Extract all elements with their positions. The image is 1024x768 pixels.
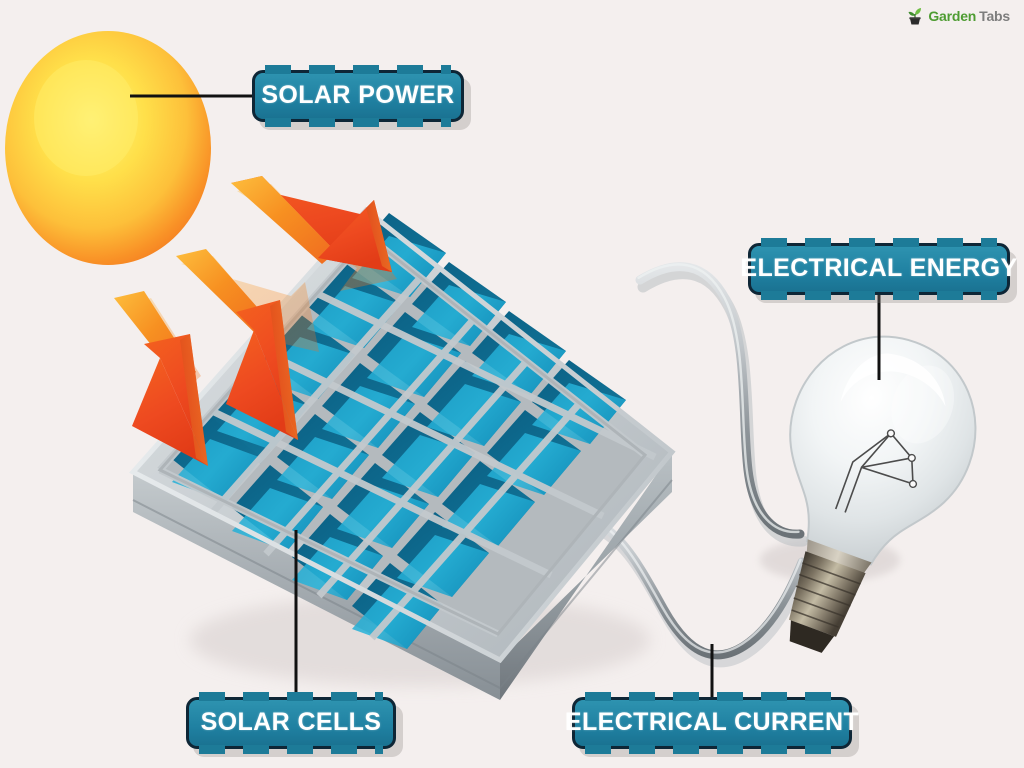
label-text-solar-power: SOLAR POWER (261, 80, 455, 109)
sun-ray-arrow-3 (114, 291, 208, 466)
label-badge-electrical-energy[interactable]: ELECTRICAL ENERGY (740, 238, 1017, 300)
sun-ray-arrow-1 (231, 176, 397, 291)
label-badge-solar-cells[interactable]: SOLAR CELLS (186, 692, 396, 754)
sunlight-arrows (114, 176, 397, 466)
plant-pot-icon (908, 8, 922, 25)
label-text-electrical-current: ELECTRICAL CURRENT (564, 707, 860, 736)
filament (834, 432, 914, 513)
watermark-brand-first: Garden (928, 8, 977, 24)
sun (5, 31, 211, 265)
bulb-screw-base (789, 551, 866, 653)
light-bulb (789, 335, 977, 653)
label-text-electrical-energy: ELECTRICAL ENERGY (740, 253, 1018, 282)
watermark-brand-second: Tabs (979, 8, 1010, 24)
label-badge-electrical-current[interactable]: ELECTRICAL CURRENT (565, 692, 859, 754)
sun-ray-arrow-2 (176, 249, 319, 440)
label-text-solar-cells: SOLAR CELLS (200, 707, 382, 736)
label-badge-solar-power[interactable]: SOLAR POWER (252, 65, 464, 127)
